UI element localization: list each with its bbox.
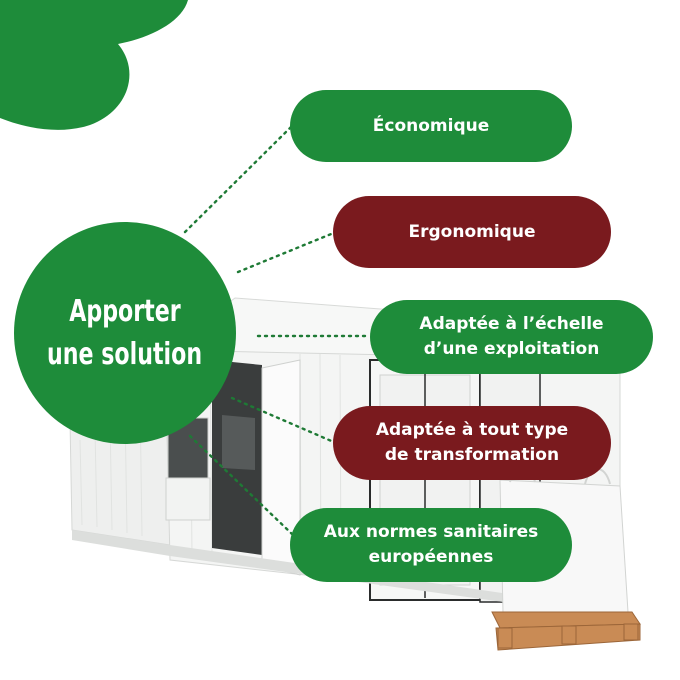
benefit-ergonomique: Ergonomique xyxy=(333,196,611,268)
benefit-label: Économique xyxy=(372,115,490,136)
benefit-label-line-2: d’une exploitation xyxy=(423,339,600,359)
decorative-blob xyxy=(0,0,188,130)
benefit-label-line-1: Adaptée à tout type xyxy=(375,420,569,441)
benefit-label-line-2: européennes xyxy=(368,547,494,567)
benefit-label-line-1: Aux normes sanitaires xyxy=(323,522,539,543)
benefit-economique: Économique xyxy=(290,90,572,162)
benefit-label-line-2: de transformation xyxy=(384,445,560,465)
pallet xyxy=(491,611,641,651)
connector-lines xyxy=(183,124,372,536)
headline-circle: Apporter une solution xyxy=(14,222,236,444)
benefit-label-line-1: Adaptée à l’échelle xyxy=(419,314,604,335)
headline-line-1: Apporter xyxy=(69,293,181,329)
headline-line-2: une solution xyxy=(47,337,203,372)
benefit-type-transformation: Adaptée à tout type de transformation xyxy=(333,406,611,480)
benefit-label: Ergonomique xyxy=(408,221,536,242)
benefit-echelle-exploitation: Adaptée à l’échelle d’une exploitation xyxy=(370,300,653,374)
benefit-normes-sanitaires: Aux normes sanitaires européennes xyxy=(290,508,572,582)
